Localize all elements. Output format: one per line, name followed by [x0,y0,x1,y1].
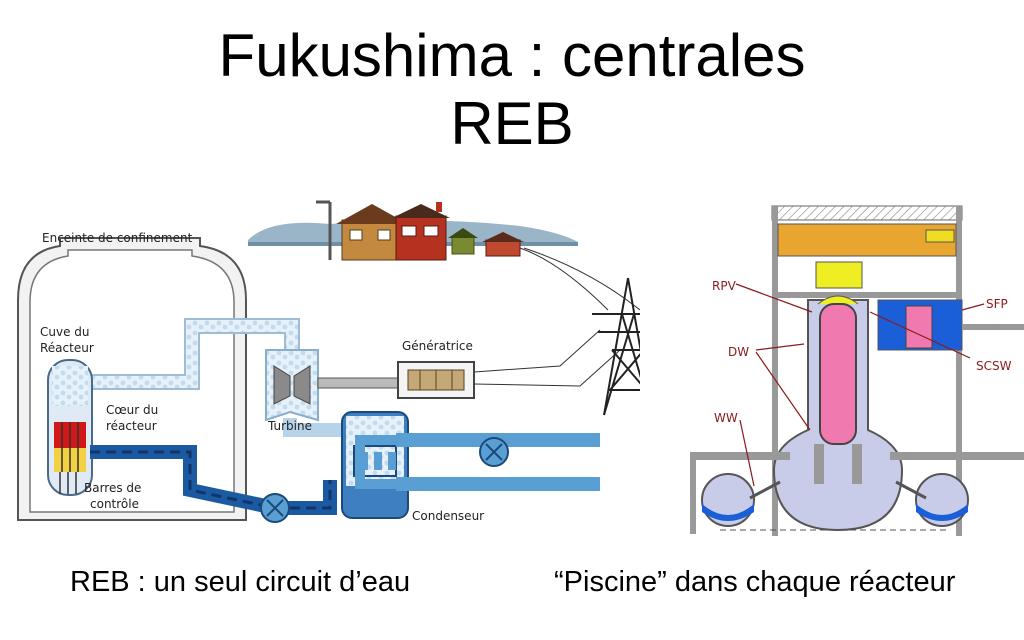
bwr-schematic: Enceinte de confinement Cuve du Réacteur… [17,200,640,523]
cooling-pump [479,437,509,467]
wetwell-left [701,473,755,527]
title-line-1: Fukushima : centrales [218,22,806,89]
label-vessel-1: Cuve du [40,325,90,339]
house-icon [451,235,475,255]
label-vessel-2: Réacteur [40,341,94,355]
mark1-containment-diagram: RPV DW WW SFP SCSW [690,205,1024,536]
label-scsw: SCSW [976,359,1012,373]
label-dw: DW [728,345,749,359]
wetwell-right [915,473,969,527]
label-containment: Enceinte de confinement [42,231,193,245]
transmission-tower-icon [592,277,640,416]
containment-cap [815,261,863,289]
landscape [248,200,640,311]
caption-right: “Piscine” dans chaque réacteur [554,566,956,598]
reactor-vessel [47,359,93,496]
generator [397,361,475,399]
label-sfp: SFP [986,297,1008,311]
condenser [341,411,409,519]
reactor-pressure-vessel [819,303,857,445]
caption-left: REB : un seul circuit d’eau [70,566,411,598]
label-rods-1: Barres de [84,481,141,495]
turbine [265,349,319,422]
label-turbine: Turbine [267,419,312,433]
slide-title: Fukushima : centrales REB [0,22,1024,158]
house-icon [485,239,521,257]
label-generator: Génératrice [402,339,473,353]
feed-pump [260,493,290,523]
title-line-2: REB [450,90,574,157]
control-rods [59,472,77,494]
label-rpv: RPV [712,279,737,293]
reactor-core [54,422,86,472]
label-condenser: Condenseur [412,509,484,523]
label-core-2: réacteur [106,419,157,433]
label-rods-2: contrôle [90,497,139,511]
label-ww: WW [714,411,738,425]
label-core-1: Cœur du [106,403,158,417]
